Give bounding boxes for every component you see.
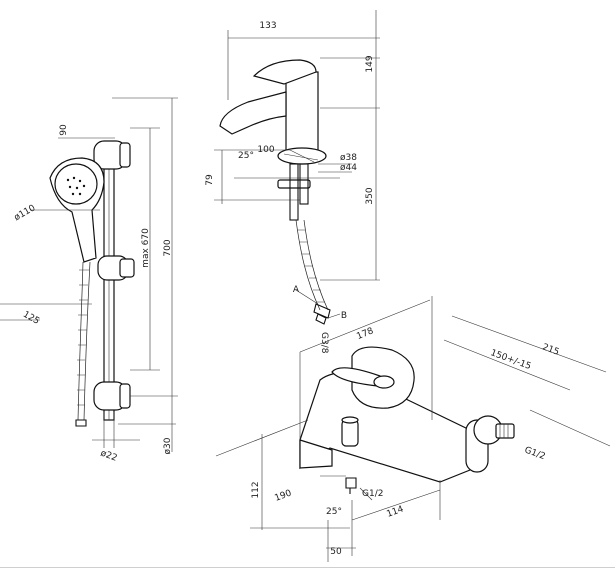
bath-wall-thread-label: G1/2	[523, 445, 547, 462]
basin-hose-thread-label: G3/8	[319, 332, 329, 354]
sliding-holder	[97, 255, 135, 281]
basin-spout-reach-label: 133	[259, 21, 276, 31]
shower-rail-diameter-label: ø22	[99, 449, 118, 464]
shower-hose	[75, 261, 91, 427]
bottom-wall-bracket	[93, 381, 131, 411]
bath-spout-width-label: 50	[330, 547, 342, 557]
bath-outlet-thread-label: G1/2	[362, 489, 383, 499]
shower-head-length-label: 125	[21, 310, 41, 327]
basin-hose-label-b: B	[341, 311, 347, 321]
basin-spout-length-label: 100	[257, 145, 274, 155]
basin-hose-label-a: A	[293, 285, 300, 295]
shower-set-drawing: 90 ø110 125 max 670 700 ø22 ø30	[0, 97, 178, 464]
bath-total-width-label: 215	[541, 342, 561, 357]
bath-spout-offset-label: 114	[386, 504, 406, 519]
basin-mixer-dimension-lines	[214, 10, 380, 319]
bath-centres-label: 150+/-15	[489, 348, 532, 372]
shower-max-height-label: max 670	[141, 228, 151, 268]
bath-lever-angle-label: 25°	[326, 507, 342, 517]
basin-lever-angle-label: 25°	[238, 151, 254, 161]
bath-mixer-body	[299, 346, 471, 494]
basin-hole-diameter-label: ø44	[340, 163, 357, 173]
bath-mixer-drawing: 178 215 150+/-15 G1/2 112 190 25° G1/2 1…	[215, 296, 611, 562]
basin-base-diameter-label: ø38	[340, 153, 357, 163]
basin-outlet-height-label: 79	[205, 174, 215, 186]
page-bottom-rule	[0, 567, 615, 568]
basin-mixer-body	[219, 59, 327, 165]
slide-rail	[103, 149, 115, 421]
shower-head-diameter-label: ø110	[13, 203, 38, 223]
basin-body-height-label: 149	[365, 55, 375, 72]
shower-head-width-label: 90	[59, 124, 69, 136]
shower-total-height-label: 700	[163, 239, 173, 256]
shower-dimension-lines	[0, 97, 178, 452]
shower-bracket-diameter-label: ø30	[163, 437, 173, 454]
basin-hose-length-label: 350	[365, 187, 375, 204]
top-wall-bracket	[93, 140, 131, 170]
basin-mixer-fixing	[277, 163, 331, 325]
bath-depth-label: 190	[274, 488, 294, 503]
bath-mixer-dimension-lines	[215, 296, 611, 562]
bath-height-label: 112	[251, 481, 261, 498]
basin-mixer-drawing: 133 149 25° 100 79 ø38 ø44 350 A B G3/8	[205, 10, 380, 354]
bath-mixer-wall-connection	[465, 415, 515, 473]
